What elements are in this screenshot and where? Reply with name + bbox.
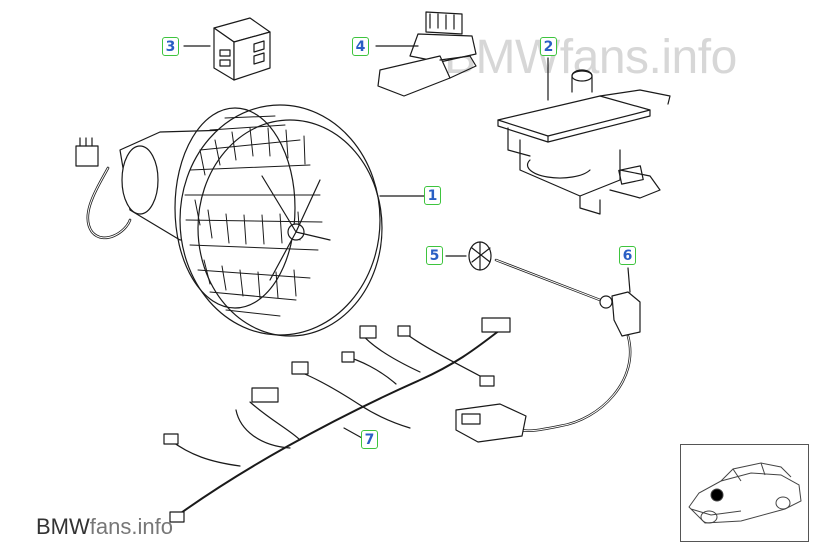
callout-7[interactable]: 7: [361, 430, 378, 449]
part-5-grommet[interactable]: [445, 241, 492, 271]
callout-6[interactable]: 6: [619, 246, 636, 265]
callout-2[interactable]: 2: [540, 37, 557, 56]
part-2-bracket[interactable]: [497, 57, 671, 215]
callout-5[interactable]: 5: [426, 246, 443, 265]
part-1-blower[interactable]: [75, 104, 425, 337]
brand-bold: BMW: [36, 514, 90, 539]
callout-4[interactable]: 4: [352, 37, 369, 56]
callout-3[interactable]: 3: [162, 37, 179, 56]
part-4-switch[interactable]: [375, 11, 477, 97]
part-3-resistor[interactable]: [183, 17, 271, 81]
brand-logo: BMWfans.info: [36, 514, 173, 540]
car-icon: [688, 462, 802, 524]
part-6-sensor[interactable]: [455, 258, 641, 443]
part-7-harness[interactable]: [163, 317, 511, 523]
callout-1[interactable]: 1: [424, 186, 441, 205]
brand-light: fans.info: [89, 514, 173, 539]
vehicle-location-thumbnail: [680, 444, 809, 542]
